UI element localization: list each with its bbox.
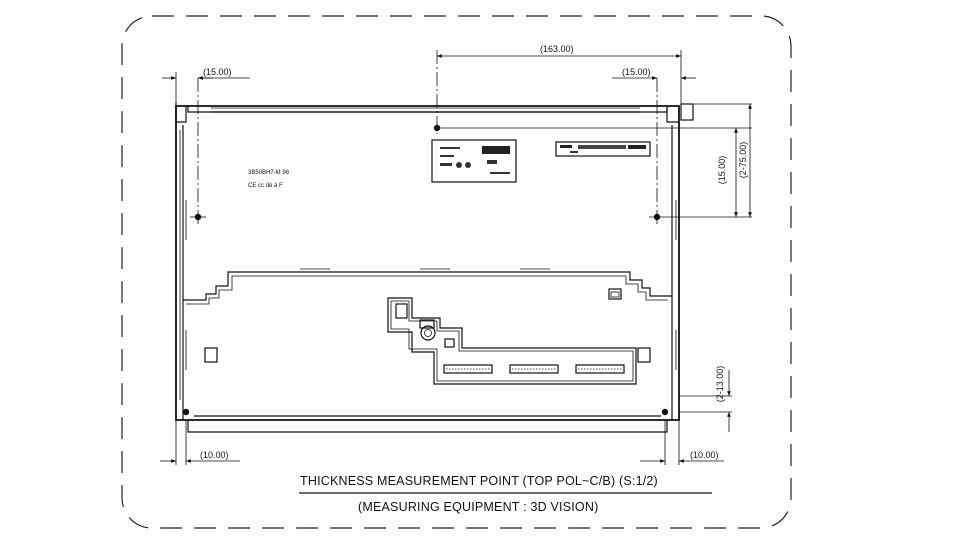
dim-right-outer-text: (2-75.00) [738, 142, 748, 179]
dimension-right-upper-outer: (2-75.00) [738, 104, 752, 217]
caption-title: THICKNESS MEASUREMENT POINT (TOP POL~C/B… [300, 474, 658, 488]
measure-point-bottom-left [182, 408, 190, 416]
dim-top-right-text: (15.00) [622, 67, 651, 77]
dimension-top-right: (15.00) [612, 67, 696, 80]
barcode-label [555, 141, 651, 157]
product-label [431, 139, 517, 183]
dim-right-inner-text: (15.00) [717, 156, 727, 185]
dimension-top-left: (15.00) [162, 67, 250, 80]
dim-top-center-text: (163.00) [540, 44, 574, 54]
measure-point-bottom-right [661, 408, 669, 416]
measurement-points [182, 124, 669, 416]
panel-outline [175, 102, 694, 433]
chassis-outline [183, 268, 672, 363]
connector-3 [575, 364, 625, 374]
connector-2 [509, 364, 559, 374]
dim-top-left-text: (15.00) [203, 67, 232, 77]
dim-right-lower-text: (2-13.00) [715, 366, 725, 403]
caption: THICKNESS MEASUREMENT POINT (TOP POL~C/B… [299, 474, 712, 514]
dimension-bottom-left: (10.00) [160, 450, 240, 463]
caption-subtitle: (MEASURING EQUIPMENT : 3D VISION) [358, 500, 598, 514]
dimension-top-center: (163.00) [437, 44, 681, 58]
dimension-right-upper-inner: (15.00) [717, 128, 738, 217]
control-board [387, 297, 637, 385]
panel-id-text: 3B50BH7-M 98 CE cc dé à F [248, 170, 290, 189]
dim-bottom-left-text: (10.00) [200, 450, 229, 460]
panel-id-line-2: CE cc dé à F [248, 183, 283, 189]
dim-bottom-right-text: (10.00) [690, 450, 719, 460]
dimension-bottom-right: (10.00) [640, 450, 724, 463]
dimension-right-lower: (2-13.00) [715, 366, 731, 432]
panel-id-line-1: 3B50BH7-M 98 [248, 170, 290, 176]
connector-1 [443, 364, 493, 374]
extension-lines [175, 50, 752, 465]
